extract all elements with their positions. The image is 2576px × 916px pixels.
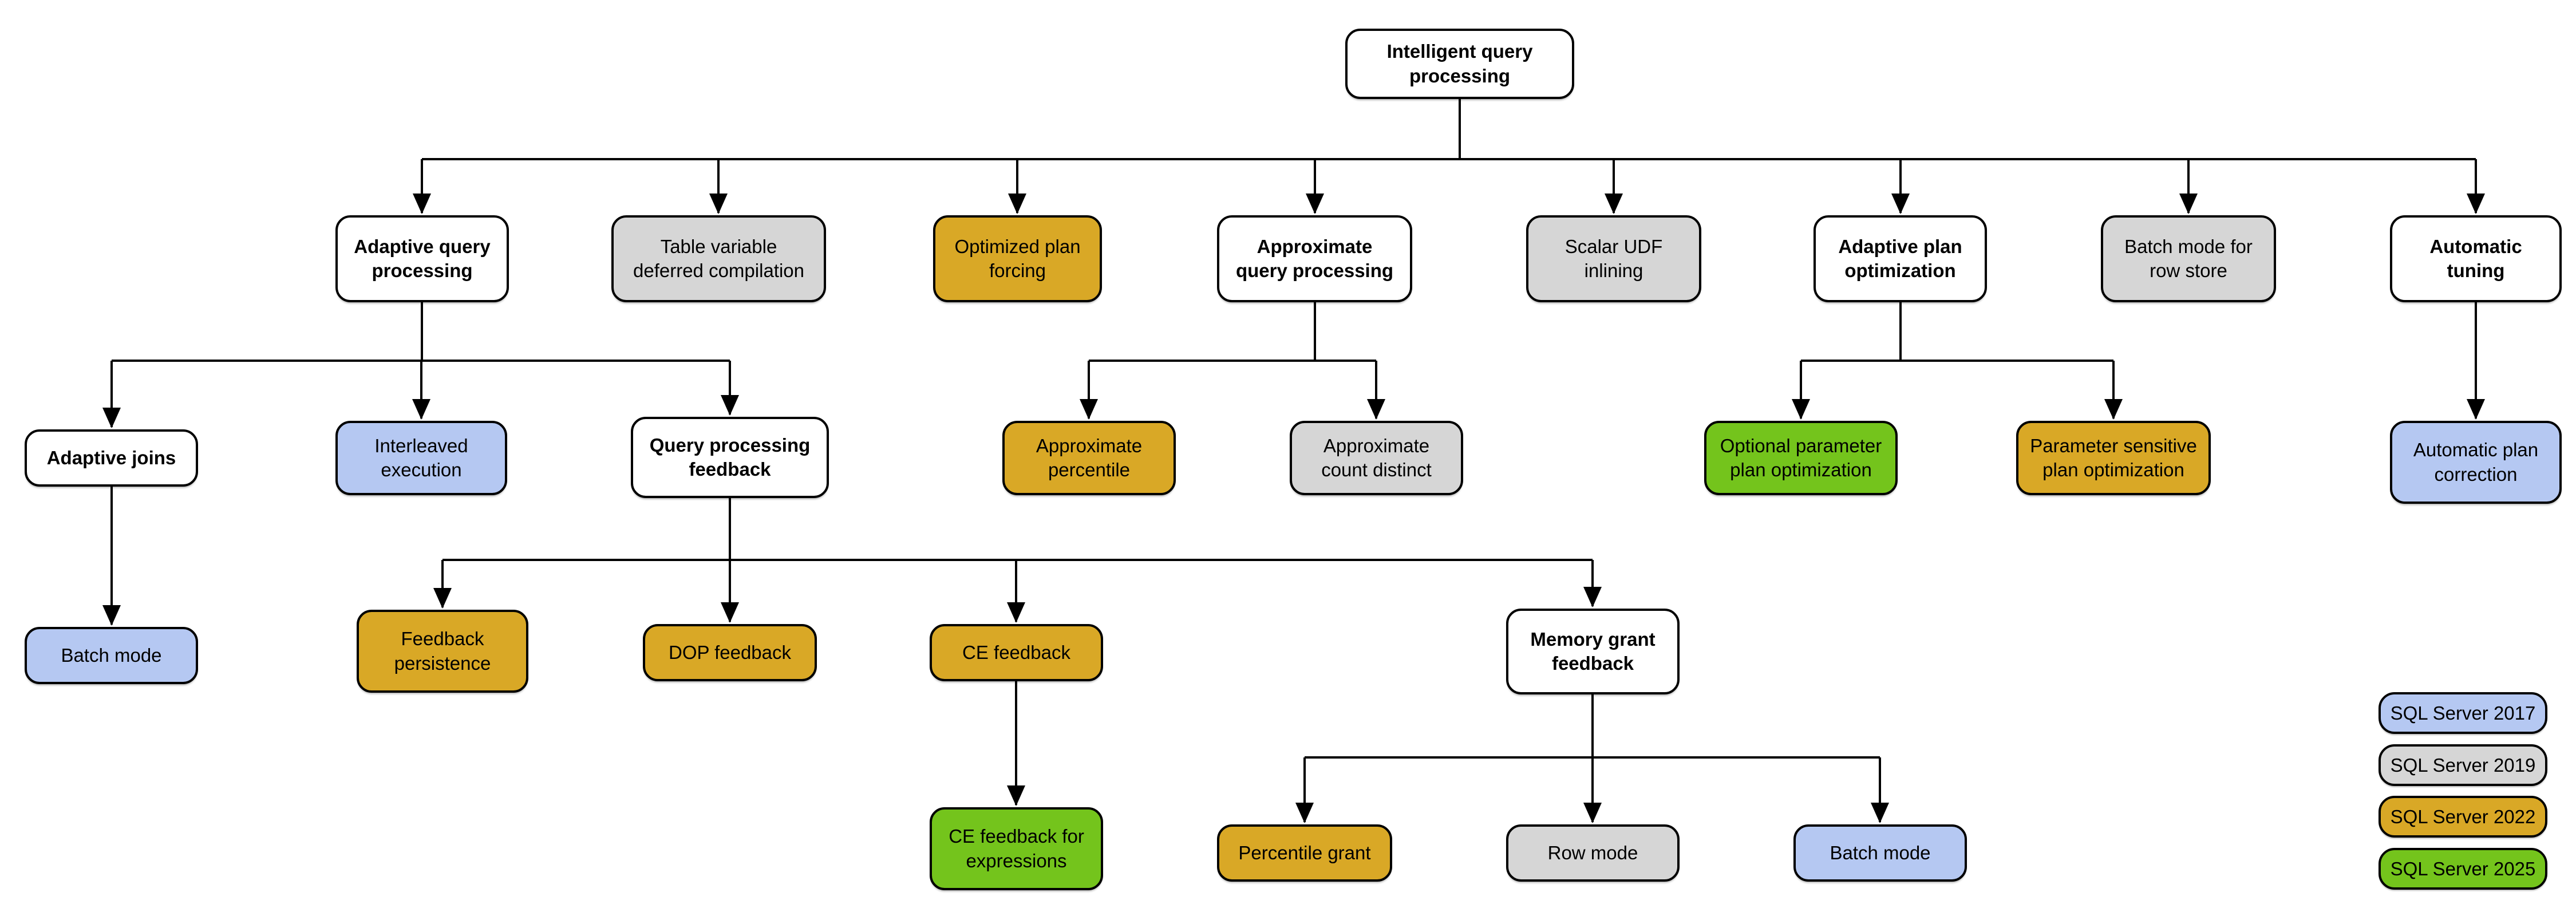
node-ce-feedback-for-expressions: CE feedback for expressions bbox=[930, 807, 1103, 890]
node-approximate-percentile: Approximate percentile bbox=[1002, 421, 1176, 495]
node-scalar-udf-inlining: Scalar UDF inlining bbox=[1526, 215, 1701, 302]
node-adaptive-plan-optimization: Adaptive plan optimization bbox=[1814, 215, 1987, 302]
node-ce-feedback: CE feedback bbox=[930, 624, 1103, 681]
node-optional-parameter-plan-optimization: Optional parameter plan optimization bbox=[1704, 421, 1898, 495]
node-approximate-count-distinct: Approximate count distinct bbox=[1290, 421, 1463, 495]
node-intelligent-query-processing: Intelligent query processing bbox=[1345, 29, 1574, 99]
node-parameter-sensitive-plan-optimization: Parameter sensitive plan optimization bbox=[2016, 421, 2211, 495]
node-percentile-grant: Percentile grant bbox=[1217, 824, 1392, 882]
node-batch-mode-for-row-store: Batch mode for row store bbox=[2101, 215, 2276, 302]
node-dop-feedback: DOP feedback bbox=[643, 624, 817, 681]
node-optimized-plan-forcing: Optimized plan forcing bbox=[933, 215, 1102, 302]
legend-item-sql-server-2019: SQL Server 2019 bbox=[2379, 744, 2547, 786]
node-feedback-persistence: Feedback persistence bbox=[357, 610, 528, 693]
legend-item-sql-server-2017: SQL Server 2017 bbox=[2379, 692, 2547, 734]
node-adaptive-query-processing: Adaptive query processing bbox=[335, 215, 509, 302]
node-batch-mode-adaptive-joins: Batch mode bbox=[25, 627, 198, 684]
node-memory-grant-feedback: Memory grant feedback bbox=[1506, 609, 1680, 694]
node-batch-mode-memory-grant: Batch mode bbox=[1793, 824, 1967, 882]
node-interleaved-execution: Interleaved execution bbox=[335, 421, 507, 495]
node-adaptive-joins: Adaptive joins bbox=[25, 429, 198, 487]
node-table-variable-deferred-compilation: Table variable deferred compilation bbox=[611, 215, 826, 302]
node-automatic-tuning: Automatic tuning bbox=[2390, 215, 2562, 302]
legend-item-sql-server-2025: SQL Server 2025 bbox=[2379, 848, 2547, 890]
node-query-processing-feedback: Query processing feedback bbox=[631, 417, 829, 498]
node-row-mode: Row mode bbox=[1506, 824, 1680, 882]
legend-item-sql-server-2022: SQL Server 2022 bbox=[2379, 796, 2547, 838]
node-approximate-query-processing: Approximate query processing bbox=[1217, 215, 1412, 302]
node-automatic-plan-correction: Automatic plan correction bbox=[2390, 421, 2562, 504]
